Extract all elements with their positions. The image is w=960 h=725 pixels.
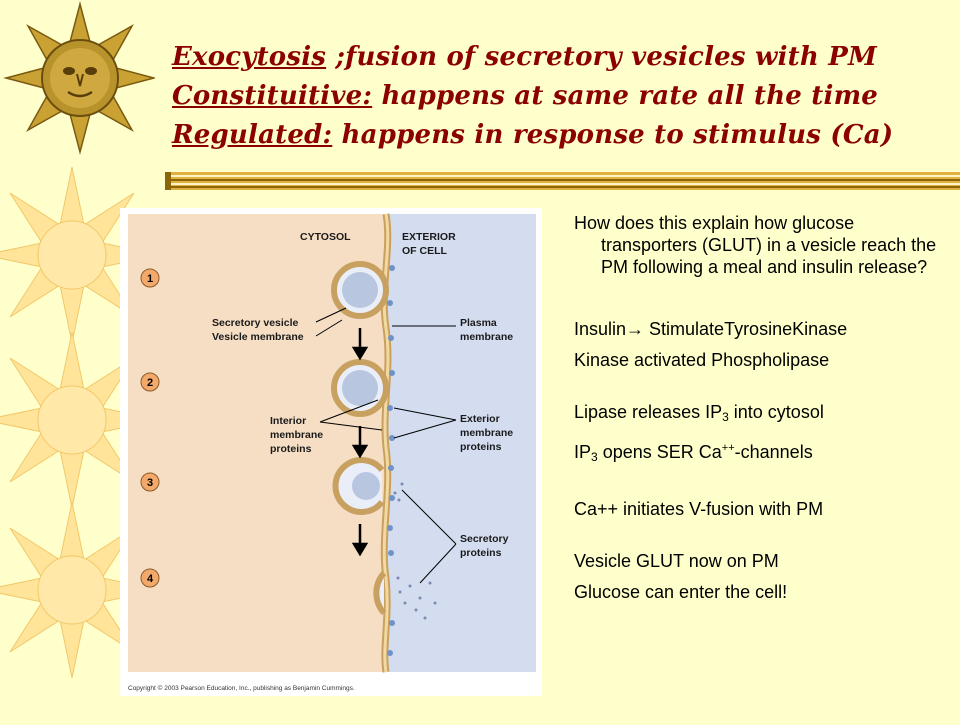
exterior-proteins-label-2: membrane: [460, 427, 513, 439]
step-markers: 1 2 3 4: [140, 268, 160, 588]
secretory-proteins-label-2: proteins: [460, 547, 502, 559]
downward-arrows: [351, 328, 369, 557]
kinase-line: Kinase activated Phospholipase: [574, 350, 830, 370]
step-1: 1: [147, 273, 153, 285]
vesicle-2: [331, 359, 389, 417]
secretory-proteins-label-1: Secretory: [460, 533, 509, 545]
plasma-membrane-label-2: membrane: [460, 331, 513, 343]
secretory-protein-dots: [393, 482, 437, 620]
vesicle-4: [373, 571, 387, 615]
cytosol-label: CYTOSOL: [300, 231, 351, 243]
vesicle-membrane-label: Vesicle membrane: [212, 331, 304, 343]
step-4: 4: [147, 573, 154, 585]
step-3: 3: [147, 477, 153, 489]
title-line-constitutive: Constituitive: happens at same rate all …: [172, 81, 879, 111]
title-divider: [165, 172, 960, 190]
exocytosis-figure: 1 2 3 4 CYTOSOL EXTERIOR OF CELL Secreto…: [120, 208, 542, 696]
slide-title: Exocytosis ;fusion of secretory vesicles…: [172, 38, 952, 155]
exterior-region: [386, 214, 536, 672]
lipase-line: Lipase releases IP3 into cytosol: [574, 402, 824, 424]
exterior-proteins-label-1: Exterior: [460, 413, 500, 425]
glucose-line: Glucose can enter the cell!: [574, 582, 788, 602]
ip3-line: IP3 opens SER Ca++-channels: [574, 442, 813, 464]
interior-proteins-label-3: proteins: [270, 443, 312, 455]
calcium-line: Ca++ initiates V-fusion with PM: [574, 499, 824, 519]
exterior-proteins-label-3: proteins: [460, 441, 502, 453]
explanation-text: How does this explain how glucose transp…: [574, 212, 944, 603]
vesicle-1: [331, 261, 389, 319]
sun-face-logo: [0, 0, 157, 162]
interior-proteins-label-2: membrane: [270, 429, 323, 441]
exterior-label-1: EXTERIOR: [402, 231, 456, 243]
plasma-membrane-label-1: Plasma: [460, 317, 497, 329]
vesicle-glut-line: Vesicle GLUT now on PM: [574, 551, 779, 571]
vesicle-3: [332, 457, 385, 515]
right-arrow-icon: →: [626, 319, 645, 339]
insulin-line: Insulin→ StimulateTyrosineKinase: [574, 319, 848, 339]
copyright-text: Copyright © 2003 Pearson Education, Inc.…: [128, 684, 355, 692]
title-line-regulated: Regulated: happens in response to stimul…: [172, 120, 894, 150]
exterior-membrane-proteins: [387, 265, 395, 656]
step-2: 2: [147, 377, 153, 389]
question-text: How does this explain how glucose transp…: [574, 213, 937, 277]
sun-face-icon: [0, 0, 157, 162]
secretory-vesicle-label: Secretory vesicle: [212, 317, 299, 329]
title-line-exocytosis: Exocytosis ;fusion of secretory vesicles…: [172, 42, 877, 72]
interior-proteins-label-1: Interior: [270, 415, 306, 427]
exterior-label-2: OF CELL: [402, 245, 447, 257]
exocytosis-diagram: 1 2 3 4 CYTOSOL EXTERIOR OF CELL Secreto…: [128, 213, 536, 692]
